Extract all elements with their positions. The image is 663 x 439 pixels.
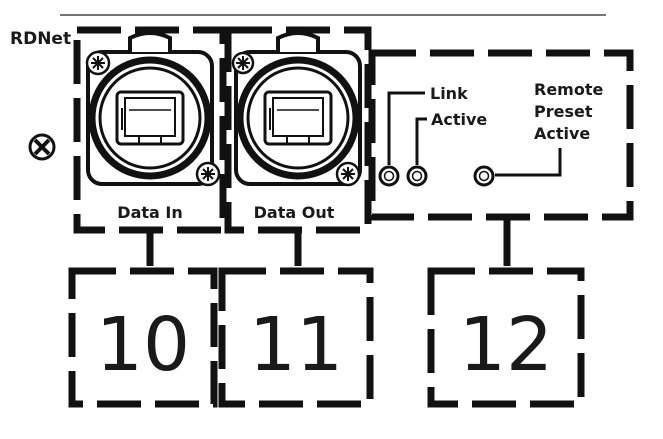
data-out-label: Data Out — [254, 203, 335, 222]
callout-11-number: 11 — [249, 302, 343, 388]
link-label: Link — [430, 84, 468, 103]
callout-connectors — [146, 217, 511, 266]
data-in-connector-box: Data In — [73, 26, 227, 234]
remote-label-line1: Remote — [534, 80, 603, 99]
screw-icon — [195, 161, 221, 187]
panel-screw-icon — [28, 133, 56, 161]
screw-icon — [85, 50, 111, 76]
screw-icon — [231, 51, 255, 75]
callout-11: 11 — [218, 267, 374, 408]
active-label: Active — [431, 110, 487, 129]
remote-preset-led-icon — [473, 165, 495, 187]
screw-icon — [335, 161, 361, 187]
active-leader-line — [415, 117, 427, 165]
active-led-icon — [406, 165, 428, 187]
remote-leader-line — [495, 148, 562, 177]
link-led-icon — [378, 165, 400, 187]
data-out-connector-box: Data Out — [224, 26, 372, 234]
remote-label-line3: Active — [534, 124, 590, 143]
callout-10-number: 10 — [96, 302, 190, 388]
remote-label-line2: Preset — [534, 102, 593, 121]
callout-12-number: 12 — [459, 302, 553, 388]
led-indicator-box: Link Active Remote Preset Active — [368, 49, 634, 221]
data-in-label: Data In — [117, 203, 182, 222]
callout-10: 10 — [68, 267, 218, 408]
panel-title: RDNet — [10, 29, 71, 49]
ethercon-jack-icon — [263, 90, 333, 146]
ethercon-jack-icon — [115, 90, 185, 146]
link-leader-line — [387, 91, 425, 165]
callout-12: 12 — [427, 267, 585, 408]
